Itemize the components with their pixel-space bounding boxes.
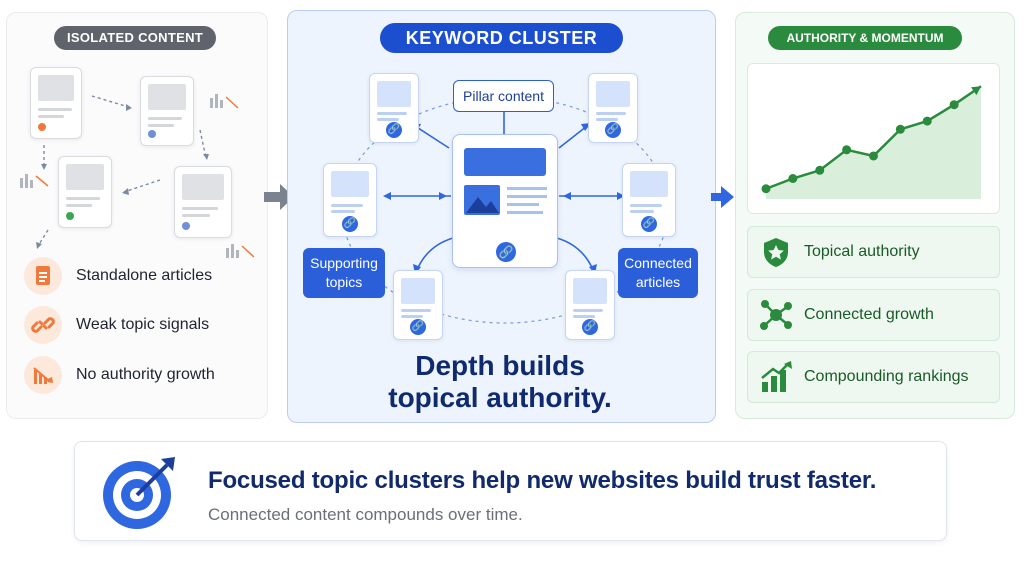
card-label: Topical authority	[804, 243, 920, 260]
declining-chart-icon	[24, 356, 62, 394]
link-icon: 🔗	[386, 122, 402, 138]
cluster-article-document: 🔗	[622, 163, 676, 237]
feature-no-authority-growth: No authority growth	[24, 355, 215, 395]
chart-point-7	[949, 100, 959, 110]
summary-subline: Connected content compounds over time.	[208, 505, 523, 524]
card-label: Connected growth	[804, 306, 934, 323]
cluster-article-document: 🔗	[588, 73, 638, 143]
chart-point-2	[815, 165, 825, 175]
document-icon	[24, 257, 62, 295]
cluster-article-document: 🔗	[565, 270, 615, 340]
link-icon: 🔗	[582, 319, 598, 335]
link-icon: 🔗	[410, 319, 426, 335]
cluster-tagline: Depth builds topical authority.	[388, 350, 612, 413]
feature-label: Standalone articles	[76, 267, 213, 284]
card-compounding-rankings: Compounding rankings	[747, 351, 1000, 403]
authority-momentum-title: AUTHORITY & MOMENTUM	[768, 26, 962, 50]
isolated-document	[174, 166, 232, 238]
card-label: Compounding rankings	[804, 368, 969, 385]
chart-point-1	[788, 174, 798, 183]
link-icon: 🔗	[605, 122, 621, 138]
link-icon: 🔗	[342, 216, 358, 232]
cluster-article-document: 🔗	[369, 73, 419, 143]
cluster-article-document: 🔗	[393, 270, 443, 340]
feature-standalone-articles: Standalone articles	[24, 256, 212, 296]
keyword-cluster-title: KEYWORD CLUSTER	[380, 23, 623, 53]
chart-trend-arrowhead	[971, 86, 981, 96]
shield-star-icon	[748, 236, 804, 268]
pillar-content-document: 🔗	[452, 134, 558, 268]
momentum-chart	[747, 63, 1000, 214]
feature-weak-topic-signals: Weak topic signals	[24, 305, 209, 345]
cluster-article-document: 🔗	[323, 163, 377, 237]
mini-declining-bars-icon	[20, 94, 255, 258]
link-icon: 🔗	[641, 216, 657, 232]
link-icon: 🔗	[496, 242, 516, 262]
momentum-line-chart	[761, 85, 982, 199]
chart-point-6	[922, 116, 932, 126]
growth-bars-icon	[748, 360, 804, 394]
network-nodes-icon	[748, 299, 804, 331]
isolated-document	[140, 76, 194, 146]
card-topical-authority: Topical authority	[747, 226, 1000, 278]
isolated-content-title: ISOLATED CONTENT	[54, 26, 216, 50]
isolated-document	[30, 67, 82, 139]
flow-arrow-right-icon	[711, 186, 734, 208]
chart-point-0	[761, 184, 771, 194]
target-icon	[103, 457, 175, 529]
chart-point-3	[842, 145, 852, 155]
isolated-connectors	[20, 94, 255, 258]
chart-point-5	[895, 124, 905, 134]
chart-point-4	[869, 151, 878, 161]
pillar-content-label: Pillar content	[453, 80, 554, 112]
chart-area-fill	[766, 86, 981, 199]
feature-label: Weak topic signals	[76, 316, 210, 333]
card-connected-growth: Connected growth	[747, 289, 1000, 341]
summary-banner: Focused topic clusters help new websites…	[74, 441, 947, 541]
summary-headline: Focused topic clusters help new websites…	[208, 467, 877, 494]
isolated-document	[58, 156, 112, 228]
feature-label: No authority growth	[76, 366, 215, 383]
broken-link-icon	[24, 306, 62, 344]
